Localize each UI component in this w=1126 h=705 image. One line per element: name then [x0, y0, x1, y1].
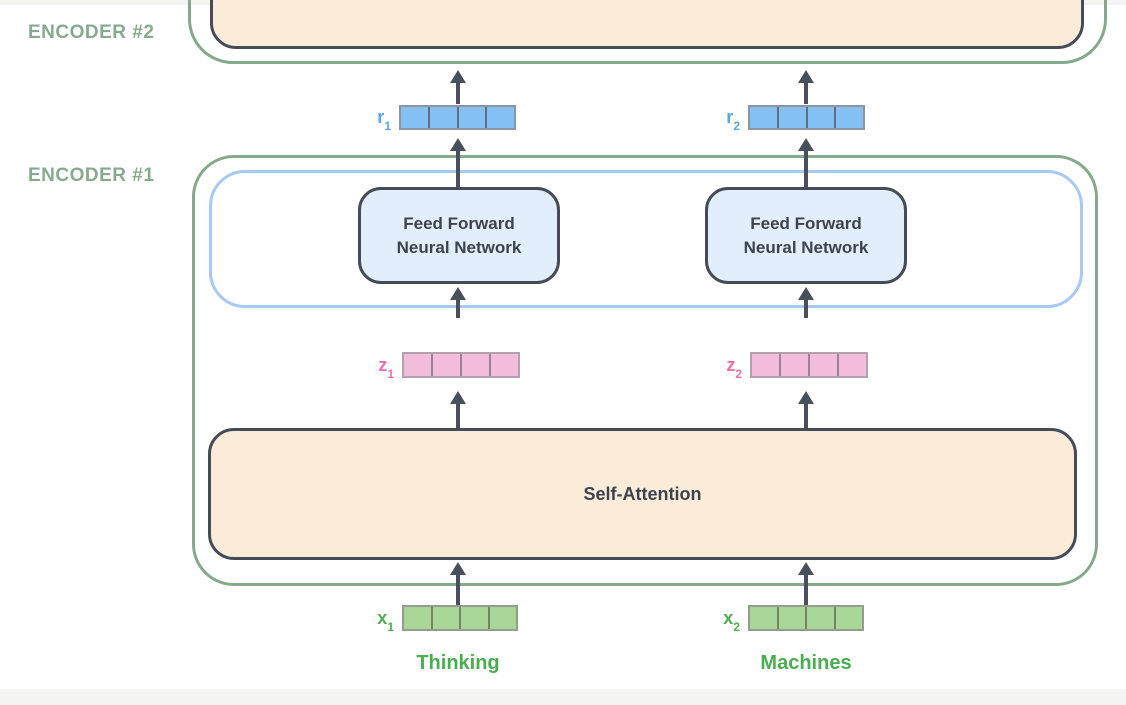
arrow-shaft	[456, 572, 460, 605]
arrow-self-attention-to-z2	[797, 391, 815, 428]
arrow-head	[450, 562, 466, 575]
input-word-machines: Machines	[760, 652, 852, 674]
vector-cell	[781, 354, 810, 376]
vector-cell	[839, 354, 866, 376]
feed-forward-label-line2: Neural Network	[396, 237, 522, 257]
arrow-ffn1-to-r1	[449, 138, 467, 188]
arrow-shaft	[804, 572, 808, 605]
self-attention-label: Self-Attention	[583, 483, 702, 504]
arrow-head	[450, 138, 466, 151]
encoder2-inner-box	[210, 0, 1084, 49]
arrow-shaft	[804, 401, 808, 428]
arrow-head	[450, 391, 466, 404]
vector-cell	[808, 107, 837, 128]
vector-cell	[490, 607, 517, 629]
vector-cell	[779, 107, 808, 128]
arrow-head	[450, 287, 466, 300]
arrow-head	[798, 391, 814, 404]
vector-cell	[404, 607, 433, 629]
input-word-thinking: Thinking	[416, 652, 500, 674]
label-subscript: 2	[733, 118, 740, 133]
arrow-r2-to-encoder2	[797, 70, 815, 104]
x1-vector	[402, 605, 518, 631]
label-subscript: 2	[735, 366, 742, 381]
vector-cell	[750, 107, 779, 128]
vector-cell	[779, 607, 807, 629]
ffn-layer-container	[209, 170, 1083, 308]
arrow-x1-to-self-attention	[449, 562, 467, 605]
arrow-ffn2-to-r2	[797, 138, 815, 188]
feed-forward-box-2: Feed Forward Neural Network	[705, 187, 907, 284]
arrow-z2-to-ffn2	[797, 287, 815, 318]
label-subscript: 2	[733, 619, 740, 634]
feed-forward-label-line1: Feed Forward	[403, 214, 515, 234]
arrow-head	[798, 562, 814, 575]
vector-cell	[433, 354, 462, 376]
vector-cell	[487, 107, 514, 128]
page-bottom-strip	[0, 689, 1126, 705]
vector-cell	[836, 607, 863, 629]
label-base: r	[726, 107, 734, 127]
feed-forward-label-line1: Feed Forward	[750, 214, 862, 234]
vector-cell	[807, 607, 836, 629]
vector-cell	[404, 354, 433, 376]
encoder1-label: ENCODER #1	[28, 165, 155, 186]
vector-cell	[401, 107, 430, 128]
label-subscript: 1	[387, 366, 394, 381]
vector-cell	[491, 354, 518, 376]
r2-vector-label: r2	[684, 105, 748, 137]
arrow-shaft	[456, 148, 460, 188]
arrow-shaft	[804, 297, 808, 318]
label-base: z	[726, 355, 736, 375]
x1-vector-label: x1	[338, 605, 402, 638]
z2-vector-label: z2	[686, 352, 750, 385]
arrow-z1-to-ffn1	[449, 287, 467, 318]
arrow-shaft	[804, 148, 808, 188]
vector-cell	[459, 107, 488, 128]
arrow-r1-to-encoder2	[449, 70, 467, 104]
label-base: x	[723, 608, 734, 628]
encoder1-box	[192, 155, 1098, 586]
z1-vector-label: z1	[338, 352, 402, 385]
arrow-head	[450, 70, 466, 83]
encoder2-label: ENCODER #2	[28, 22, 155, 43]
arrow-x2-to-self-attention	[797, 562, 815, 605]
label-subscript: 1	[384, 118, 391, 133]
arrow-shaft	[456, 401, 460, 428]
label-base: x	[377, 608, 388, 628]
x2-vector-label: x2	[684, 605, 748, 638]
vector-cell	[836, 107, 863, 128]
label-base: r	[377, 107, 385, 127]
feed-forward-box-1: Feed Forward Neural Network	[358, 187, 560, 284]
feed-forward-label-line2: Neural Network	[743, 237, 869, 257]
z2-vector	[750, 352, 868, 378]
r1-vector-label: r1	[335, 105, 399, 137]
r1-vector	[399, 105, 516, 130]
vector-cell	[430, 107, 459, 128]
x2-vector	[748, 605, 864, 631]
arrow-shaft	[456, 80, 460, 104]
vector-cell	[750, 607, 779, 629]
arrow-head	[798, 287, 814, 300]
vector-cell	[461, 607, 490, 629]
vector-cell	[433, 607, 461, 629]
arrow-self-attention-to-z1	[449, 391, 467, 428]
self-attention-box: Self-Attention	[208, 428, 1077, 560]
arrow-head	[798, 138, 814, 151]
arrow-head	[798, 70, 814, 83]
vector-cell	[462, 354, 491, 376]
label-subscript: 1	[387, 619, 394, 634]
z1-vector	[402, 352, 520, 378]
vector-cell	[752, 354, 781, 376]
label-base: z	[378, 355, 388, 375]
r2-vector	[748, 105, 865, 130]
vector-cell	[810, 354, 839, 376]
arrow-shaft	[804, 80, 808, 104]
arrow-shaft	[456, 297, 460, 318]
